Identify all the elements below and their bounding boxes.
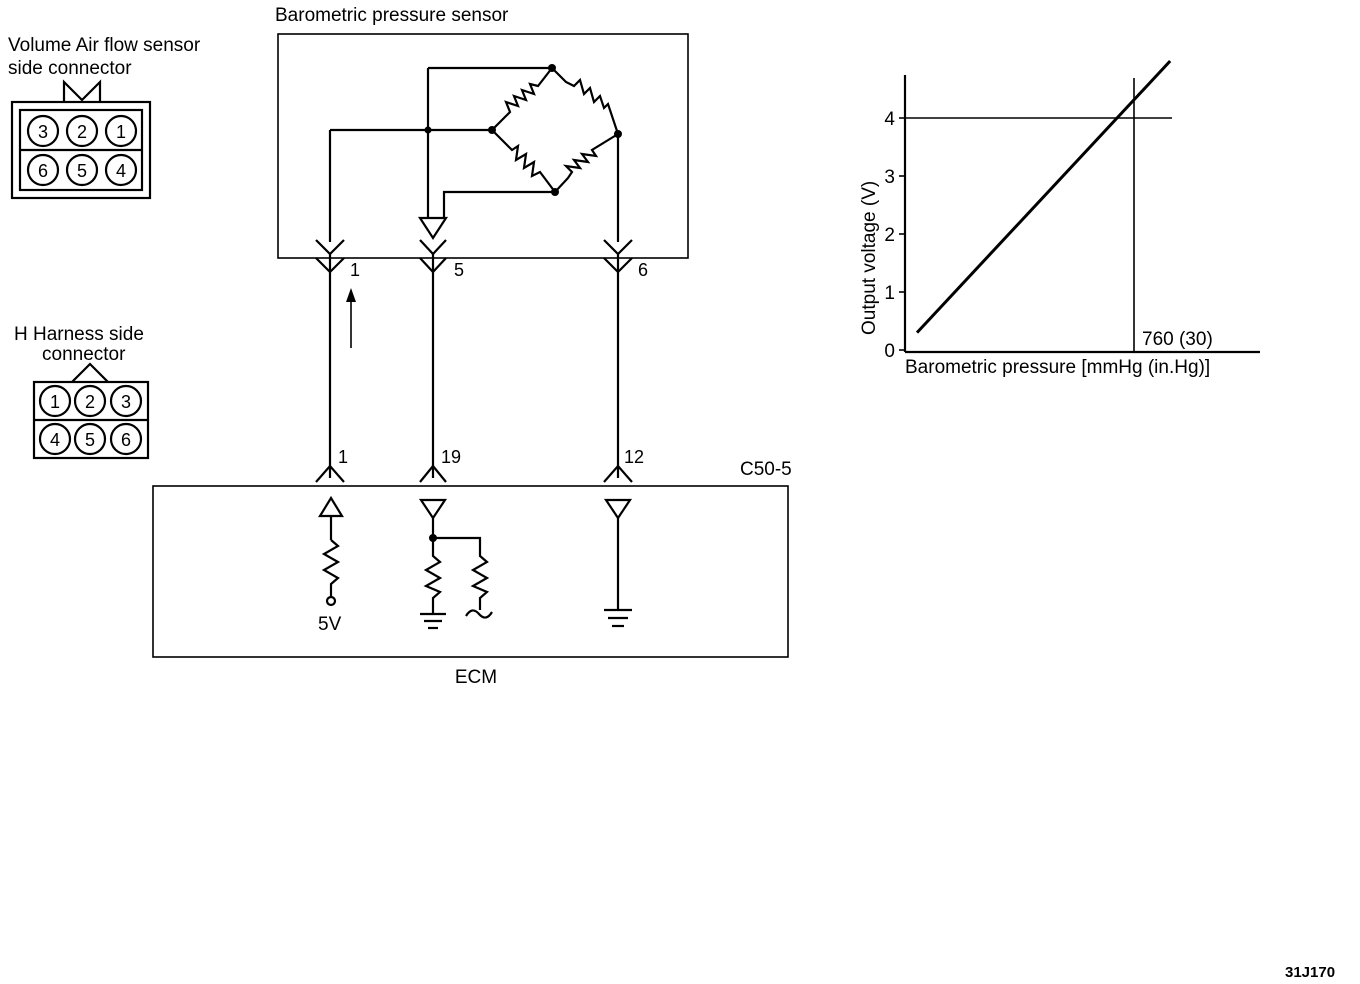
- sensor-title: Barometric pressure sensor: [275, 5, 509, 26]
- harness-pin-label: 1: [50, 392, 60, 412]
- vaf-pin-label: 1: [116, 122, 126, 142]
- sensor-terminal-5: 5: [419, 239, 464, 280]
- graph-y-tick-label: 2: [884, 225, 895, 246]
- barometric-pressure-sensor: Barometric pressure sensor: [275, 5, 689, 259]
- graph-y-tick-label: 1: [884, 283, 895, 304]
- ecm-terminal-12: 12: [603, 447, 644, 483]
- graph-y-tick-label: 3: [884, 167, 895, 188]
- graph-y-tick-label: 0: [884, 341, 895, 362]
- vaf-pin-label: 4: [116, 161, 126, 181]
- ecm-terminal-label: 1: [338, 447, 348, 467]
- harness-pin-label: 4: [50, 430, 60, 450]
- graph-x-axis-label: Barometric pressure [mmHg (in.Hg)]: [905, 357, 1210, 378]
- ecm-unit: ECM 5V: [152, 485, 789, 688]
- harness-pin-label: 5: [85, 430, 95, 450]
- sensor-terminal-label: 5: [454, 260, 464, 280]
- vaf-connector-title-1: Volume Air flow sensor: [8, 35, 201, 56]
- output-voltage-graph: 0 1 2 3 4 760 (30) Barometric pressure [mmHg…: [859, 59, 1260, 378]
- vaf-pin-label: 5: [77, 161, 87, 181]
- vaf-pin-label: 2: [77, 122, 87, 142]
- sensor-terminal-6: 6: [603, 239, 648, 280]
- harness-connector-title-2: connector: [42, 344, 126, 365]
- harness-wires: [328, 254, 620, 478]
- vaf-connector-title-2: side connector: [8, 58, 132, 79]
- sensor-terminal-label: 6: [638, 260, 648, 280]
- graph-y-ticks: 0 1 2 3 4: [884, 109, 905, 362]
- graph-y-axis-label: Output voltage (V): [859, 181, 880, 335]
- harness-pin-label: 6: [121, 430, 131, 450]
- current-direction-arrow: [346, 288, 356, 348]
- graph-marker-label: 760 (30): [1142, 329, 1213, 350]
- harness-side-connector: H Harness side connector 1 2 3 4 5 6: [14, 324, 150, 460]
- ecm-connector-id: C50-5: [740, 459, 792, 480]
- figure-id: 31J170: [1285, 964, 1335, 981]
- vaf-pin-label: 3: [38, 122, 48, 142]
- vaf-pin-label: 6: [38, 161, 48, 181]
- sensor-terminal-1: 1: [315, 239, 360, 280]
- sensor-terminal-label: 1: [350, 260, 360, 280]
- harness-pin-label: 2: [85, 392, 95, 412]
- ecm-terminal-label: 19: [441, 447, 461, 467]
- ecm-terminal-label: 12: [624, 447, 644, 467]
- graph-y-tick-label: 4: [884, 109, 895, 130]
- harness-connector-title-1: H Harness side: [14, 324, 144, 345]
- ecm-terminal-1: 1: [315, 447, 348, 483]
- harness-pin-circles: [38, 384, 143, 456]
- vaf-side-connector: Volume Air flow sensor side connector 3 …: [8, 35, 201, 200]
- ecm-terminal-19: 19: [419, 447, 461, 483]
- graph-output-line: [915, 59, 1172, 334]
- bridge-circuit: [488, 64, 622, 196]
- harness-pin-label: 3: [121, 392, 131, 412]
- supply-voltage-label: 5V: [318, 614, 342, 635]
- vaf-pin-circles: [26, 114, 138, 187]
- ecm-label: ECM: [455, 667, 497, 688]
